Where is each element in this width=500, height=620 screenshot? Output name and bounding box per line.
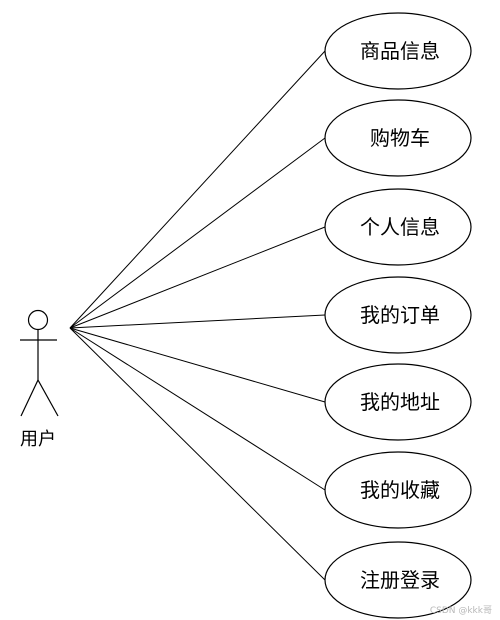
association-line-6 [69, 327, 326, 581]
use-case-label: 个人信息 [360, 215, 440, 239]
use-case-label: 我的订单 [360, 303, 440, 327]
association-line-3 [69, 314, 326, 329]
actor-label: 用户 [20, 429, 56, 450]
use-case-6: 注册登录 [324, 541, 472, 619]
use-case-label: 购物车 [370, 126, 430, 150]
use-case-ellipse [324, 276, 472, 354]
actor-right-leg [37, 379, 59, 417]
use-case-ellipse [324, 188, 472, 266]
use-case-5: 我的收藏 [324, 451, 472, 529]
use-case-ellipse [324, 363, 472, 441]
use-case-3: 我的订单 [324, 276, 472, 354]
association-line-2 [69, 226, 326, 329]
actor-head [27, 309, 49, 331]
association-line-0 [69, 50, 326, 329]
watermark-text: CSDN @kkk哥 [430, 605, 492, 616]
use-case-1: 购物车 [324, 99, 472, 177]
use-case-ellipse [324, 12, 472, 90]
use-case-label: 商品信息 [360, 39, 440, 63]
actor-figure [20, 309, 59, 417]
use-case-4: 我的地址 [324, 363, 472, 441]
use-case-ellipse [324, 541, 472, 619]
use-case-ellipse [324, 99, 472, 177]
use-case-label: 我的收藏 [360, 478, 440, 502]
association-lines [69, 50, 326, 581]
association-line-5 [69, 327, 326, 491]
use-case-label: 注册登录 [360, 568, 440, 592]
use-case-2: 个人信息 [324, 188, 472, 266]
association-line-1 [69, 137, 326, 329]
use-case-ellipse [324, 451, 472, 529]
actor-left-leg [20, 379, 39, 417]
use-case-0: 商品信息 [324, 12, 472, 90]
use-case-label: 我的地址 [360, 390, 440, 414]
association-line-4 [69, 327, 326, 403]
